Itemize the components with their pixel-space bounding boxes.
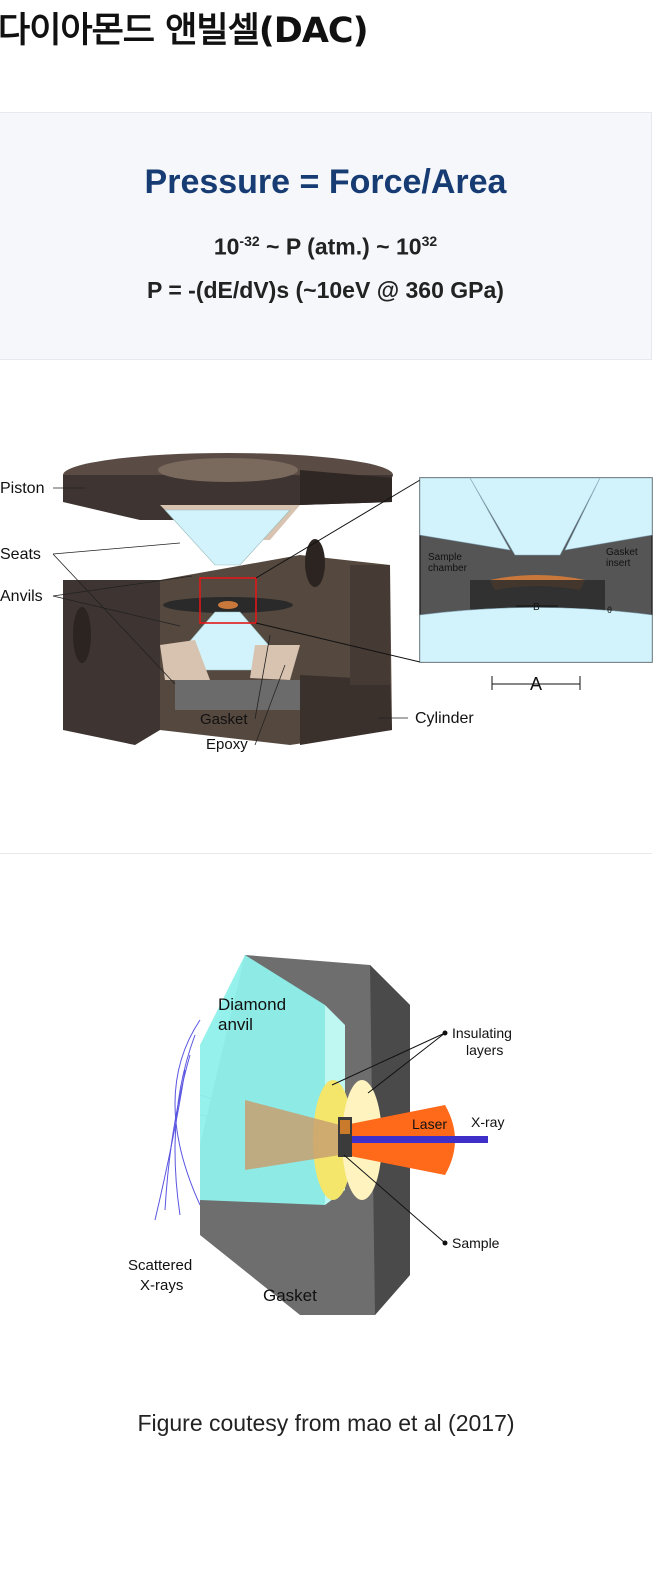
label-diamond-anvil-1: Diamond — [218, 995, 286, 1014]
range-high-exponent: 32 — [421, 233, 438, 249]
label-sample-chamber-1: Sample — [428, 552, 462, 563]
pressure-formula-box: Pressure = Force/Area 10-32 ~ P (atm.) ~… — [0, 112, 652, 360]
label-scattered-1: Scattered — [128, 1257, 192, 1274]
inset-detail — [419, 477, 653, 663]
range-middle: ~ P (atm.) ~ 10 — [259, 233, 422, 260]
formula-heading: Pressure = Force/Area — [144, 163, 507, 201]
lower-anvil — [160, 611, 300, 710]
upper-anvil — [160, 505, 300, 566]
xray-beam — [345, 1136, 488, 1143]
label-gasket-insert-2: insert — [606, 558, 631, 569]
label-laser: Laser — [412, 1116, 447, 1132]
label-epoxy: Epoxy — [206, 736, 248, 753]
pressure-range-line: 10-32 ~ P (atm.) ~ 1032 — [0, 233, 651, 261]
figure-caption: Figure coutesy from mao et al (2017) — [137, 1410, 515, 1436]
label-xray: X-ray — [471, 1114, 504, 1130]
label-dim-a: A — [530, 674, 542, 694]
label-scattered-2: X-rays — [140, 1277, 183, 1294]
range-prefix: 10 — [213, 233, 240, 260]
page-title: 다이아몬드 앤빌셀(DAC) — [0, 11, 369, 51]
label-sample-chamber-2: chamber — [428, 563, 468, 574]
energy-derivative-line: P = -(dE/dV)s (~10eV @ 360 GPa) — [147, 277, 504, 303]
piston — [63, 453, 393, 520]
section-divider — [0, 853, 652, 854]
label-piston: Piston — [0, 480, 44, 497]
label-insulating-1: Insulating — [452, 1025, 512, 1041]
label-gasket-2: Gasket — [263, 1286, 317, 1305]
label-gasket-insert-1: Gasket — [606, 547, 638, 558]
label-seats: Seats — [0, 546, 41, 563]
label-gasket: Gasket — [200, 711, 248, 728]
label-theta: θ — [607, 605, 612, 615]
fig2-leaders — [331, 1032, 446, 1244]
label-leaders — [52, 487, 408, 746]
range-low-exponent: -32 — [239, 233, 260, 249]
label-diamond-anvil-2: anvil — [218, 1015, 253, 1034]
label-anvils: Anvils — [0, 588, 43, 605]
zoom-box — [199, 577, 257, 624]
label-cylinder: Cylinder — [415, 710, 474, 727]
laser-heated-dac-figure: Diamond anvil Insulating layers Laser X-… — [128, 955, 512, 1315]
dac-cutaway-figure: Piston Seats Anvils Gasket Epoxy Cylinde… — [0, 453, 653, 753]
label-dim-b: B — [533, 602, 540, 613]
label-sample: Sample — [452, 1235, 500, 1251]
label-insulating-2: layers — [466, 1042, 503, 1058]
